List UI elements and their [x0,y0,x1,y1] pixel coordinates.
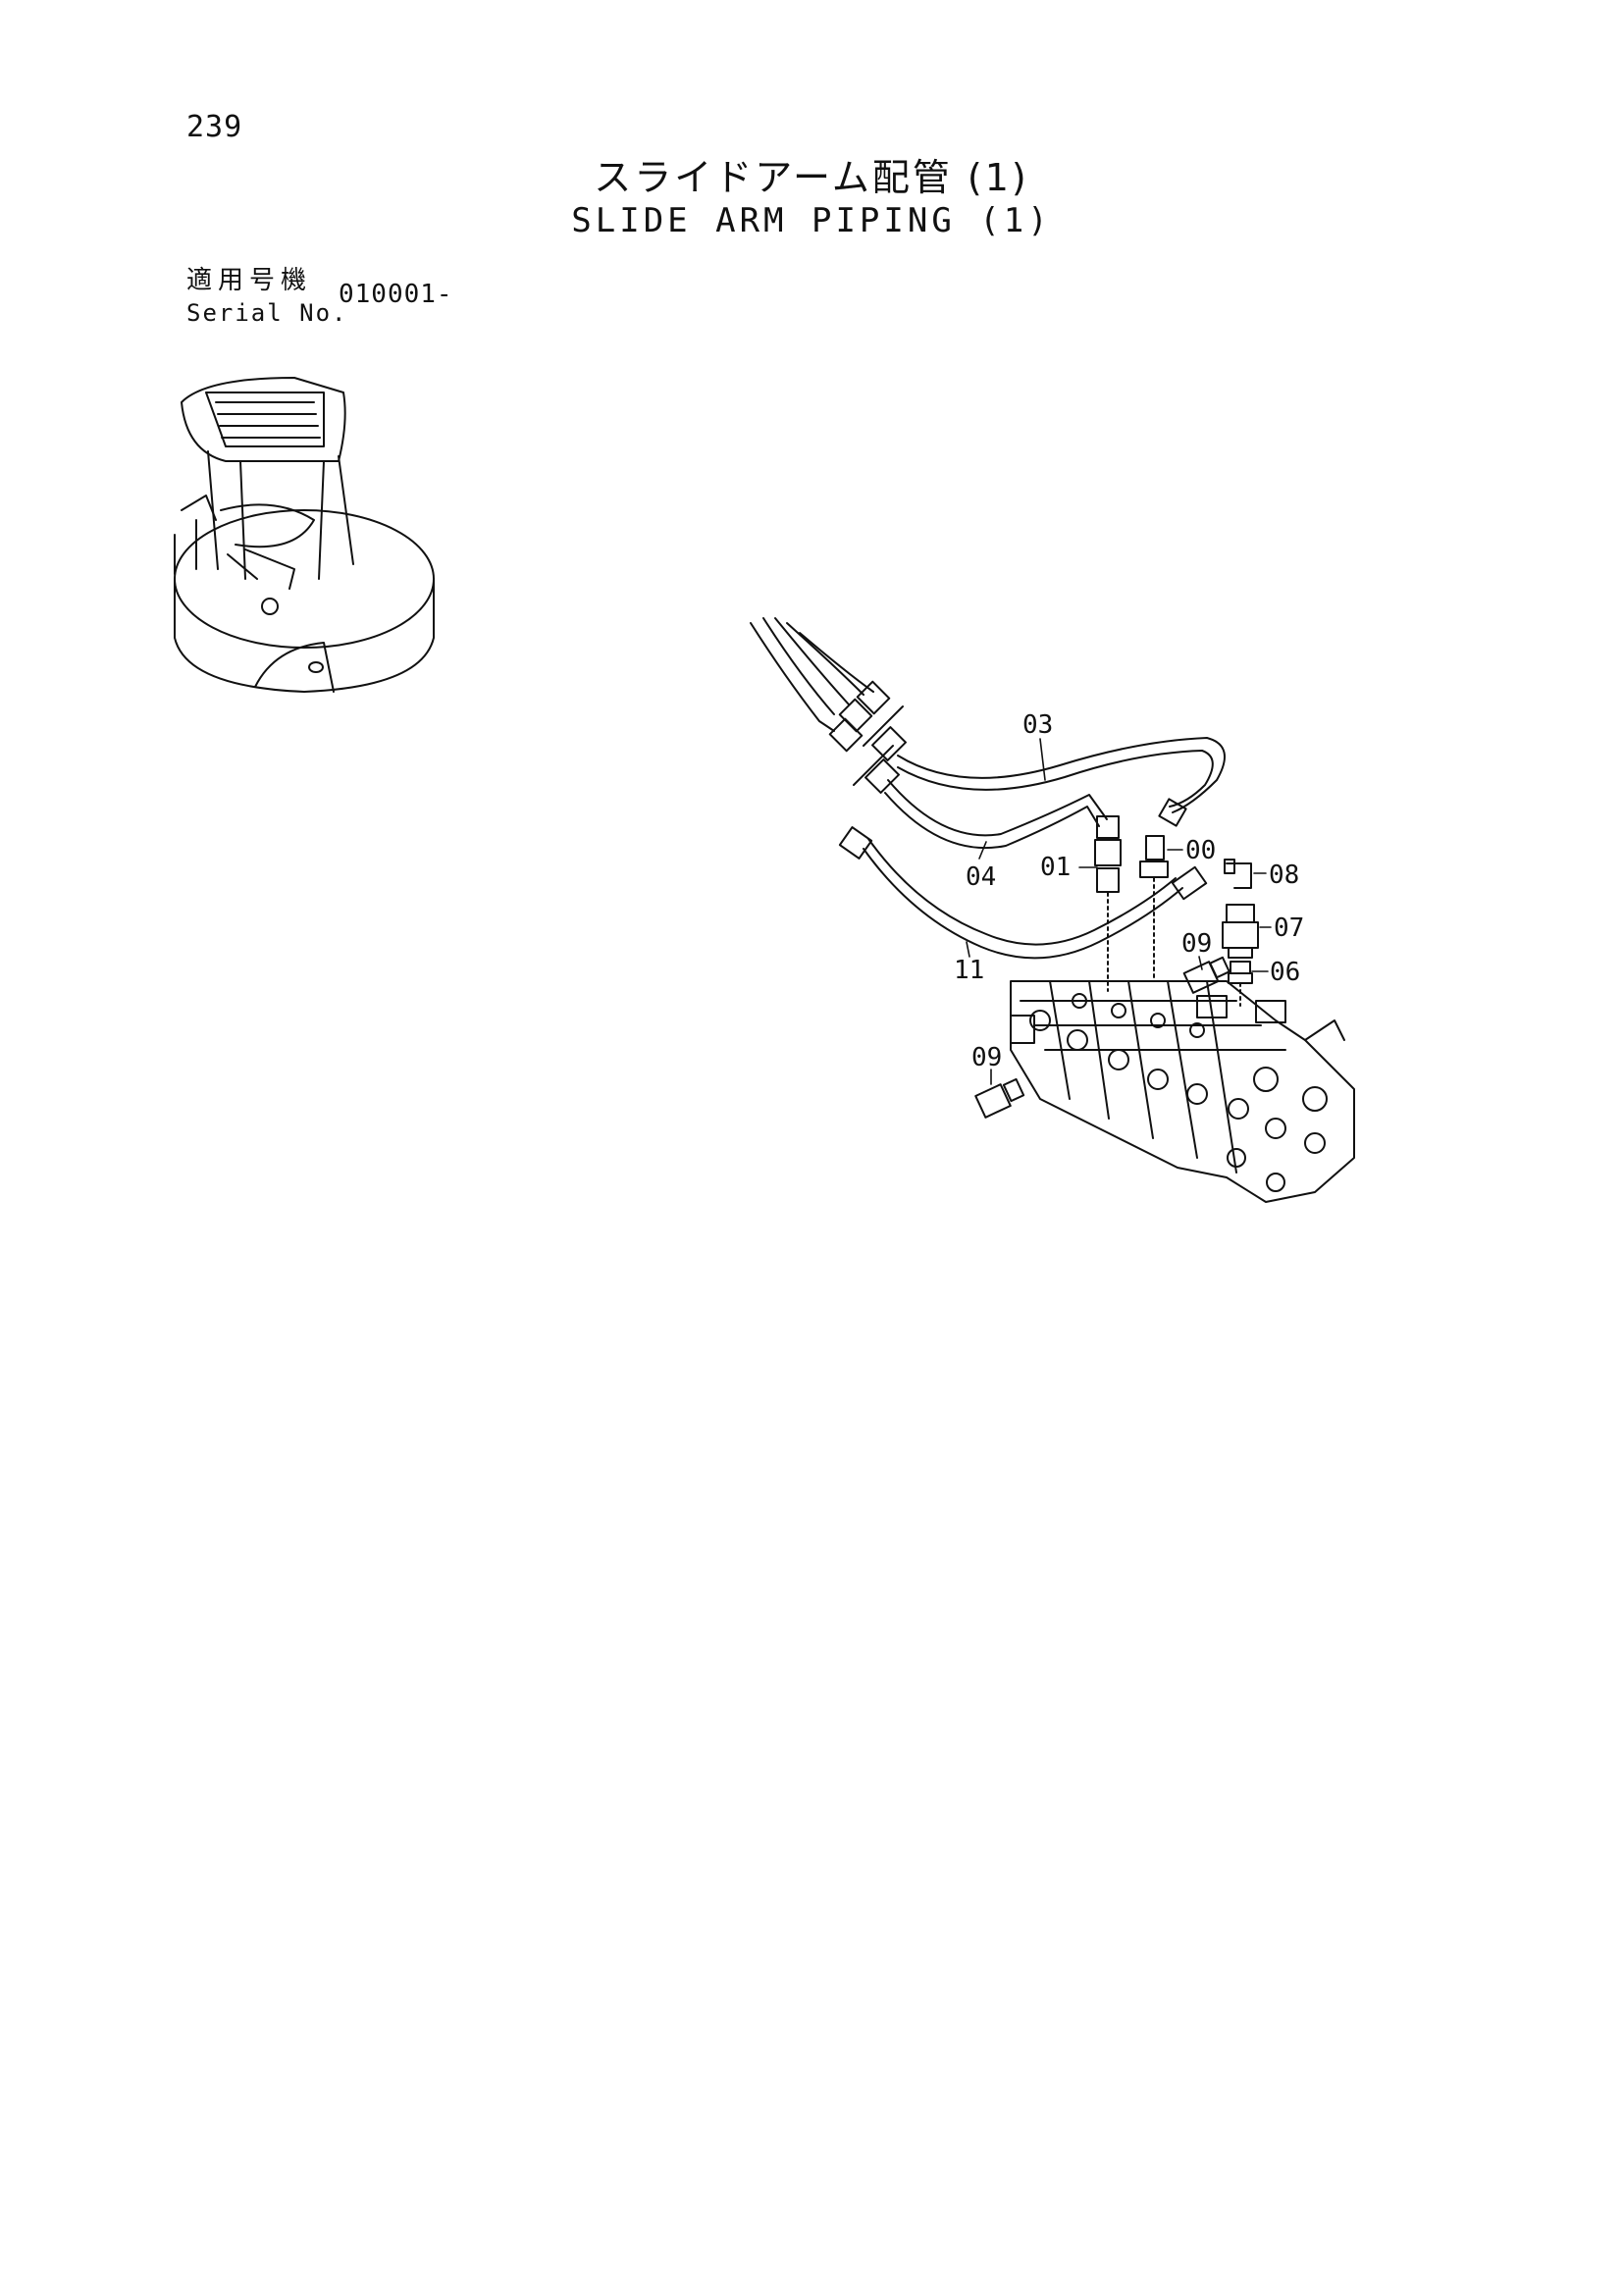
serial-number-value: 010001- [339,280,453,309]
callout-07: 07 [1274,913,1304,943]
callout-04: 04 [966,862,996,892]
serial-label-english: Serial No. [186,299,348,327]
callout-08: 08 [1269,861,1299,890]
fitting-01 [1094,815,1122,992]
pipe-04 [887,779,1108,837]
hose-11-end-fittings [838,826,1208,901]
pipe-04-inner [884,792,1100,850]
control-valve-block [1010,980,1355,1203]
callout-09-lower: 09 [971,1043,1002,1072]
pipe-03-inner [897,750,1214,808]
fitting-07 [1222,904,1259,959]
elbow-fitting-00 [1139,835,1169,982]
flange-fittings [853,705,907,794]
page-title-english: SLIDE ARM PIPING (1) [571,201,1052,240]
hose-11 [863,848,1183,960]
fitting-08 [1224,859,1252,889]
hose-bundle [750,617,891,753]
page-number: 239 [186,110,243,144]
fitting-06 [1228,961,1253,1007]
callout-11: 11 [954,956,984,985]
callout-00: 00 [1185,836,1216,865]
callout-01: 01 [1040,853,1071,882]
hose-11-inner [867,838,1177,946]
pipe-03 [897,737,1226,813]
callout-leaders [966,738,1272,1085]
callout-09-upper: 09 [1181,929,1212,959]
machine-locator-illustration [174,377,435,693]
adapter-09-lower [974,1077,1025,1119]
callout-06: 06 [1270,958,1300,987]
serial-label-japanese: 適用号機 [186,266,313,295]
adapter-09-upper [1182,956,1230,994]
page-title-japanese: スライドアーム配管 (1) [594,156,1029,199]
callout-03: 03 [1022,710,1053,740]
